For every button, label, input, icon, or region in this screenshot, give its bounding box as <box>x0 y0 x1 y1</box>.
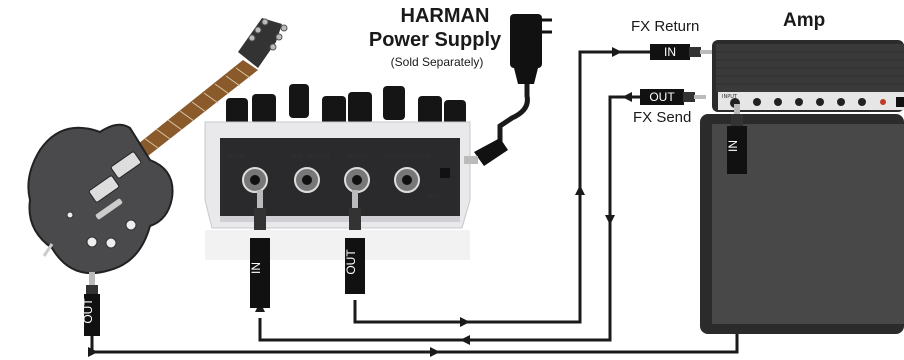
fx-return-plug: IN <box>650 44 712 60</box>
guitar-out-plug: OUT <box>81 272 100 336</box>
fx-send-tag-text: OUT <box>649 90 675 104</box>
pedal-out-tag <box>345 238 365 294</box>
cable-arrows <box>88 47 742 357</box>
amp-title: Amp <box>783 10 826 31</box>
pedal-out-tag-text: OUT <box>344 249 358 275</box>
guitar-pickup-neck <box>110 151 142 179</box>
amp-in-tag <box>727 126 747 174</box>
fx-send-plug: OUT <box>640 89 706 105</box>
fx-return-tag <box>650 44 690 60</box>
pedal-in-plug: IN <box>249 190 270 308</box>
amp-control-panel <box>718 92 904 110</box>
fx-send-label: FX Send <box>633 109 692 126</box>
pedal-out-plug: OUT <box>344 190 365 294</box>
pedal-knobs <box>226 84 466 126</box>
jack-label-input: INPUT <box>229 154 245 160</box>
fx-send-tag <box>640 89 684 105</box>
jack-label-footswitch: FX2 FOOTSWITCH <box>386 154 431 160</box>
amp-in-plug: IN <box>726 104 747 174</box>
amp-knobs <box>730 98 866 108</box>
jack-label-send-return: SEND / RETURN <box>290 154 330 160</box>
cable-guitar-to-pedal <box>258 95 640 342</box>
guitar-out-tag <box>84 294 100 336</box>
jack-label-output: OUTPUT <box>347 154 368 160</box>
guitar <box>27 18 288 275</box>
pedal-in-tag-text: IN <box>249 262 263 274</box>
guitar-neck <box>118 60 258 170</box>
power-supply-name: Power Supply <box>368 29 502 51</box>
guitar-headstock <box>238 18 282 68</box>
cable-pedal-out-to-fx-return <box>353 50 650 324</box>
fx-return-label: FX Return <box>631 18 700 35</box>
amp-input-label: INPUT <box>722 94 738 100</box>
pedal: INPUT SEND / RETURN OUTPUT FX2 FOOTSWITC… <box>204 84 508 260</box>
amp-in-tag-text: IN <box>726 140 740 152</box>
power-supply <box>510 14 552 84</box>
power-supply-note: (Sold Separately) <box>390 55 484 69</box>
guitar-pickup-bridge <box>88 175 120 203</box>
amp: INPUT <box>700 40 904 334</box>
fx-return-tag-text: IN <box>664 45 676 59</box>
power-cable <box>497 80 530 148</box>
guitar-out-tag-text: OUT <box>81 298 95 324</box>
power-supply-brand: HARMAN <box>400 5 490 27</box>
power-supply-body <box>510 14 542 68</box>
jack-label-dc: 9VDC <box>428 194 442 200</box>
pedal-in-tag <box>250 238 270 308</box>
